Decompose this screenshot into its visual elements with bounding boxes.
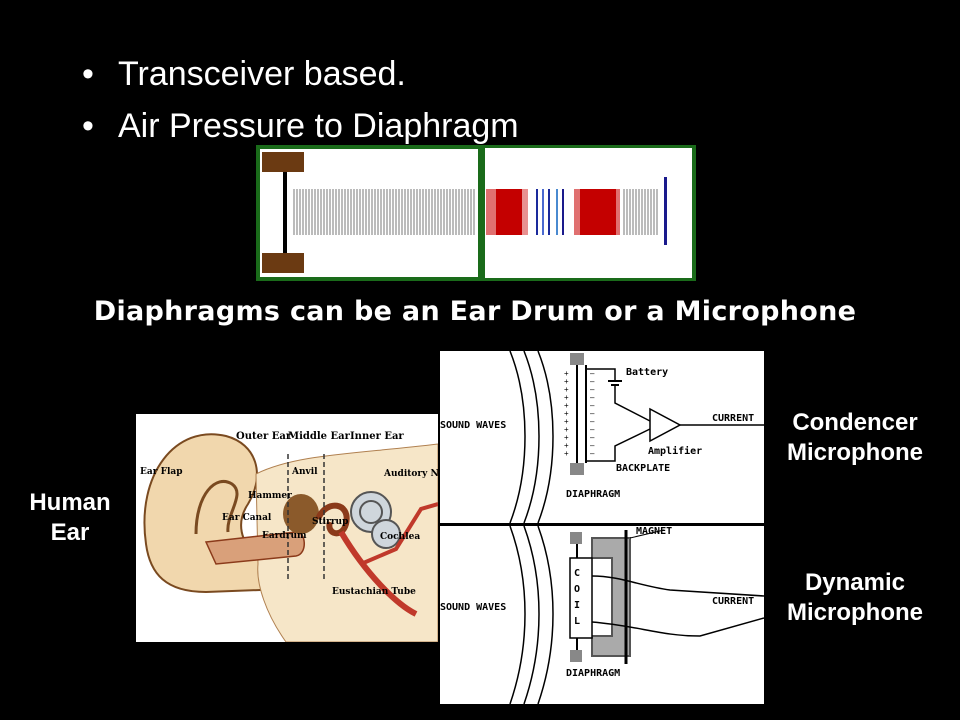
source-plate xyxy=(283,172,287,253)
label-current: CURRENT xyxy=(712,413,754,424)
bullet-text: Transceiver based. xyxy=(118,55,406,93)
label-auditory-nerve: Auditory Nerve xyxy=(383,469,438,479)
svg-text:+: + xyxy=(564,393,569,402)
label-ear-flap: Ear Flap xyxy=(140,467,183,477)
svg-text:–: – xyxy=(590,377,595,386)
bullet-list: •Transceiver based. •Air Pressure to Dia… xyxy=(82,48,519,152)
svg-text:–: – xyxy=(590,449,595,458)
svg-text:Inner Ear: Inner Ear xyxy=(350,431,404,442)
svg-text:–: – xyxy=(590,409,595,418)
svg-text:+: + xyxy=(564,377,569,386)
svg-text:–: – xyxy=(590,425,595,434)
coil-letter: C xyxy=(574,568,580,579)
pressure-waves-right xyxy=(486,189,658,235)
svg-text:+: + xyxy=(564,369,569,378)
coil-letter: I xyxy=(574,600,580,611)
wood-block-bottom xyxy=(262,253,304,273)
condenser-mic-diagram: + – + – + – + – + – + – + – + – + – + – + – SOUND WAVES Batte… xyxy=(440,351,764,523)
coil-letter: O xyxy=(574,584,580,595)
label-eardrum: Eardrum xyxy=(262,531,307,541)
label-magnet: MAGNET xyxy=(636,526,672,537)
label-outer-ear: Outer Ear xyxy=(236,431,292,442)
label-eustachian-tube: Eustachian Tube xyxy=(332,587,416,597)
label-condenser-microphone: Condencer Microphone xyxy=(787,409,923,466)
svg-text:Middle Ear: Middle Ear xyxy=(288,431,351,442)
label-ear-canal: Ear Canal xyxy=(222,513,272,523)
caption: Diaphragms can be an Ear Drum or a Micro… xyxy=(93,296,857,327)
svg-text:–: – xyxy=(590,417,595,426)
coil-letter: L xyxy=(574,616,580,627)
label-sound-waves: SOUND WAVES xyxy=(440,602,506,613)
label-cochlea: Cochlea xyxy=(380,532,420,542)
label-diaphragm: DIAPHRAGM xyxy=(566,668,620,679)
pressure-lines-left xyxy=(293,189,475,235)
label-battery: Battery xyxy=(626,367,668,378)
label-human-ear: Human Ear xyxy=(29,489,111,546)
label-stirrup: Stirrup xyxy=(312,517,348,527)
label-sound-waves: SOUND WAVES xyxy=(440,420,506,431)
ear-diagram: Outer Ear Middle Ear Inner Ear Ear Flap … xyxy=(136,414,438,642)
svg-text:+: + xyxy=(564,425,569,434)
svg-text:+: + xyxy=(564,409,569,418)
wood-block-top xyxy=(262,152,304,172)
svg-text:–: – xyxy=(590,433,595,442)
label-diaphragm: DIAPHRAGM xyxy=(566,489,620,500)
svg-text:Outer Ear: Outer Ear xyxy=(236,431,292,442)
bullet-item: •Transceiver based. xyxy=(82,55,406,93)
svg-text:+: + xyxy=(564,385,569,394)
svg-text:–: – xyxy=(590,385,595,394)
sound-wave-panels xyxy=(256,145,696,281)
svg-text:–: – xyxy=(590,369,595,378)
svg-text:+: + xyxy=(564,441,569,450)
dynamic-mic-diagram: MAGNET SOUND WAVES CURRENT C O I L DIAPH… xyxy=(440,526,764,704)
svg-text:–: – xyxy=(590,441,595,450)
label-current: CURRENT xyxy=(712,596,754,607)
label-dynamic-microphone: Dynamic Microphone xyxy=(787,569,923,626)
diaphragm-line xyxy=(664,177,667,245)
svg-text:–: – xyxy=(590,401,595,410)
svg-text:+: + xyxy=(564,417,569,426)
svg-text:+: + xyxy=(564,449,569,458)
bullet-item: •Air Pressure to Diaphragm xyxy=(82,107,519,145)
svg-text:–: – xyxy=(590,393,595,402)
label-middle-ear: Middle Ear xyxy=(288,431,351,442)
label-inner-ear: Inner Ear xyxy=(350,431,404,442)
bullet-text: Air Pressure to Diaphragm xyxy=(118,107,519,145)
svg-text:+: + xyxy=(564,401,569,410)
label-backplate: BACKPLATE xyxy=(616,463,670,474)
svg-text:+: + xyxy=(564,433,569,442)
label-anvil: Anvil xyxy=(291,467,318,477)
label-amplifier: Amplifier xyxy=(648,445,702,457)
label-hammer: Hammer xyxy=(248,491,292,501)
